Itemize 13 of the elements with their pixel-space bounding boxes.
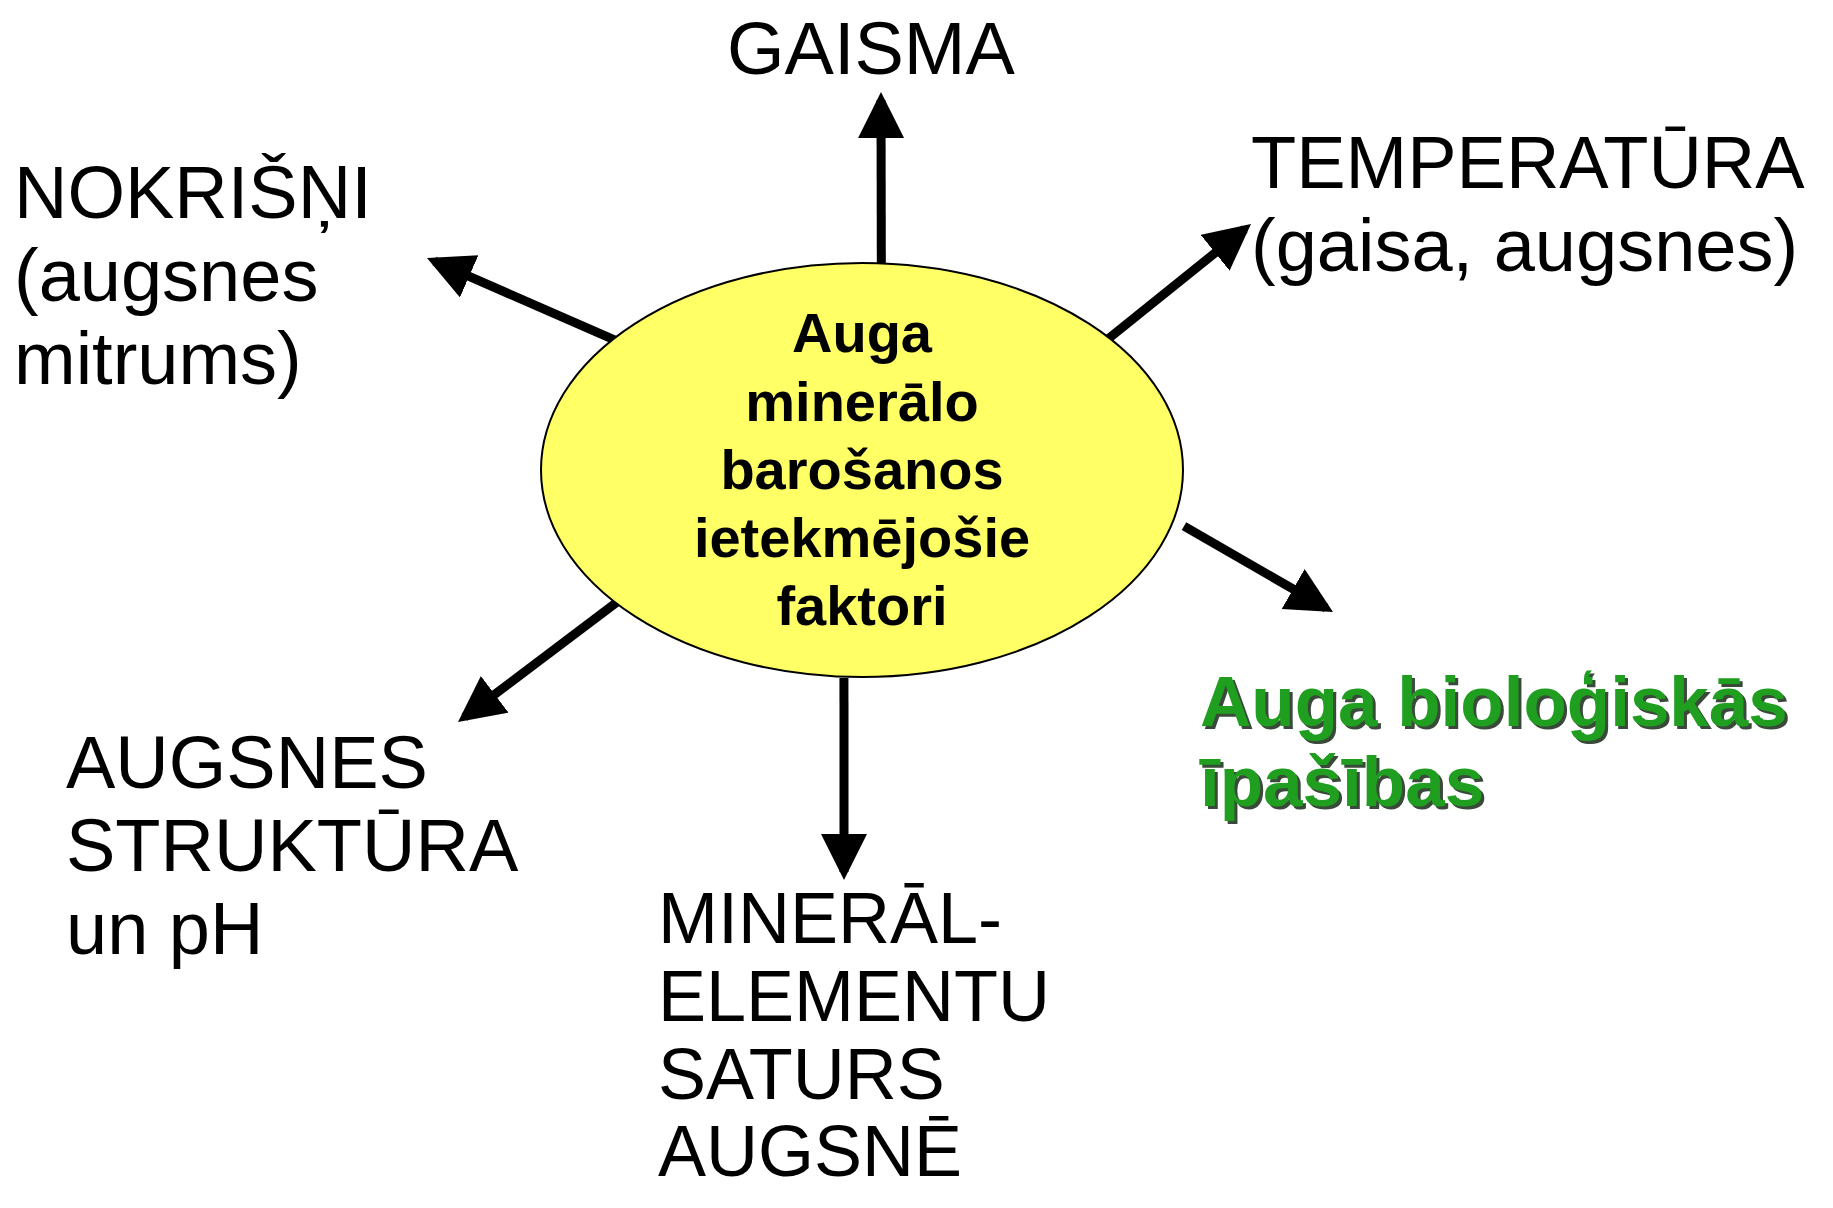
factor-label: AUGSNES STRUKTŪRA un pH	[66, 722, 517, 971]
ellipse-label: Auga minerālo barošanos ietekmējošie faktori	[693, 300, 1031, 640]
factor-label: MINERĀL- ELEMENTU SATURS AUGSNĒ	[658, 880, 1051, 1191]
factor-label: TEMPERATŪRA (gaisa, augsnes)	[1251, 122, 1801, 288]
factor-label: NOKRIŠŅI (augsnes mitrums)	[14, 152, 372, 401]
factor-label: GAISMA	[727, 8, 1015, 91]
arrow	[458, 598, 620, 722]
arrow	[858, 92, 905, 264]
ellipse	[540, 262, 1184, 678]
arrow	[1181, 522, 1333, 612]
arrow	[821, 678, 867, 880]
arrow	[1105, 224, 1251, 343]
factor-label: Auga bioloģiskās īpašības	[1200, 662, 1789, 822]
